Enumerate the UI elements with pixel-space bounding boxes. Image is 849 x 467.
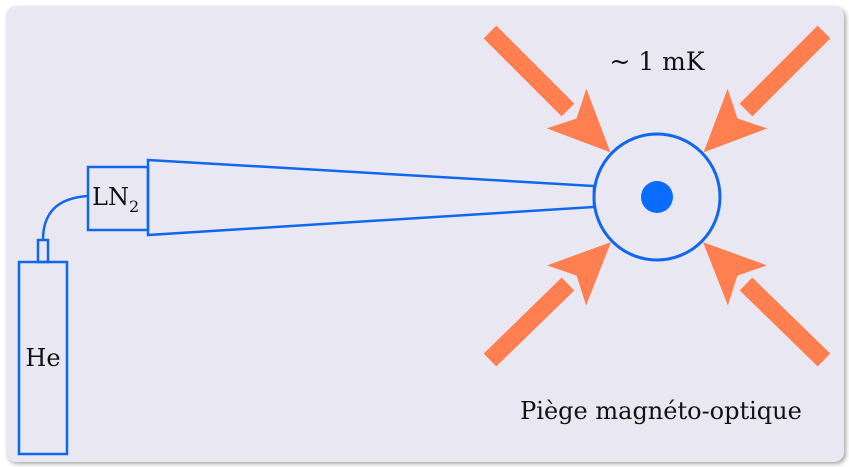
- helium-bottle-valve: [36, 238, 50, 264]
- atomic-beam-cone: [146, 158, 596, 237]
- trap-caption: Piège magnéto-optique: [520, 397, 802, 425]
- ln2-label-main: LN: [92, 183, 129, 211]
- laser-arrow-bottom-left: [483, 242, 611, 367]
- ln2-label: LN2: [92, 183, 139, 216]
- helium-label: He: [25, 344, 60, 372]
- helium-tube: [41, 194, 89, 241]
- trap-circle: [592, 132, 722, 262]
- ln2-label-subscript: 2: [129, 197, 139, 216]
- atom-cloud-dot: [641, 181, 673, 213]
- laser-arrow-top-left: [483, 25, 611, 153]
- temperature-label: ~ 1 mK: [609, 47, 705, 76]
- laser-arrow-bottom-right: [703, 242, 831, 367]
- laser-arrow-top-right: [703, 25, 831, 153]
- diagram-panel: [6, 6, 844, 462]
